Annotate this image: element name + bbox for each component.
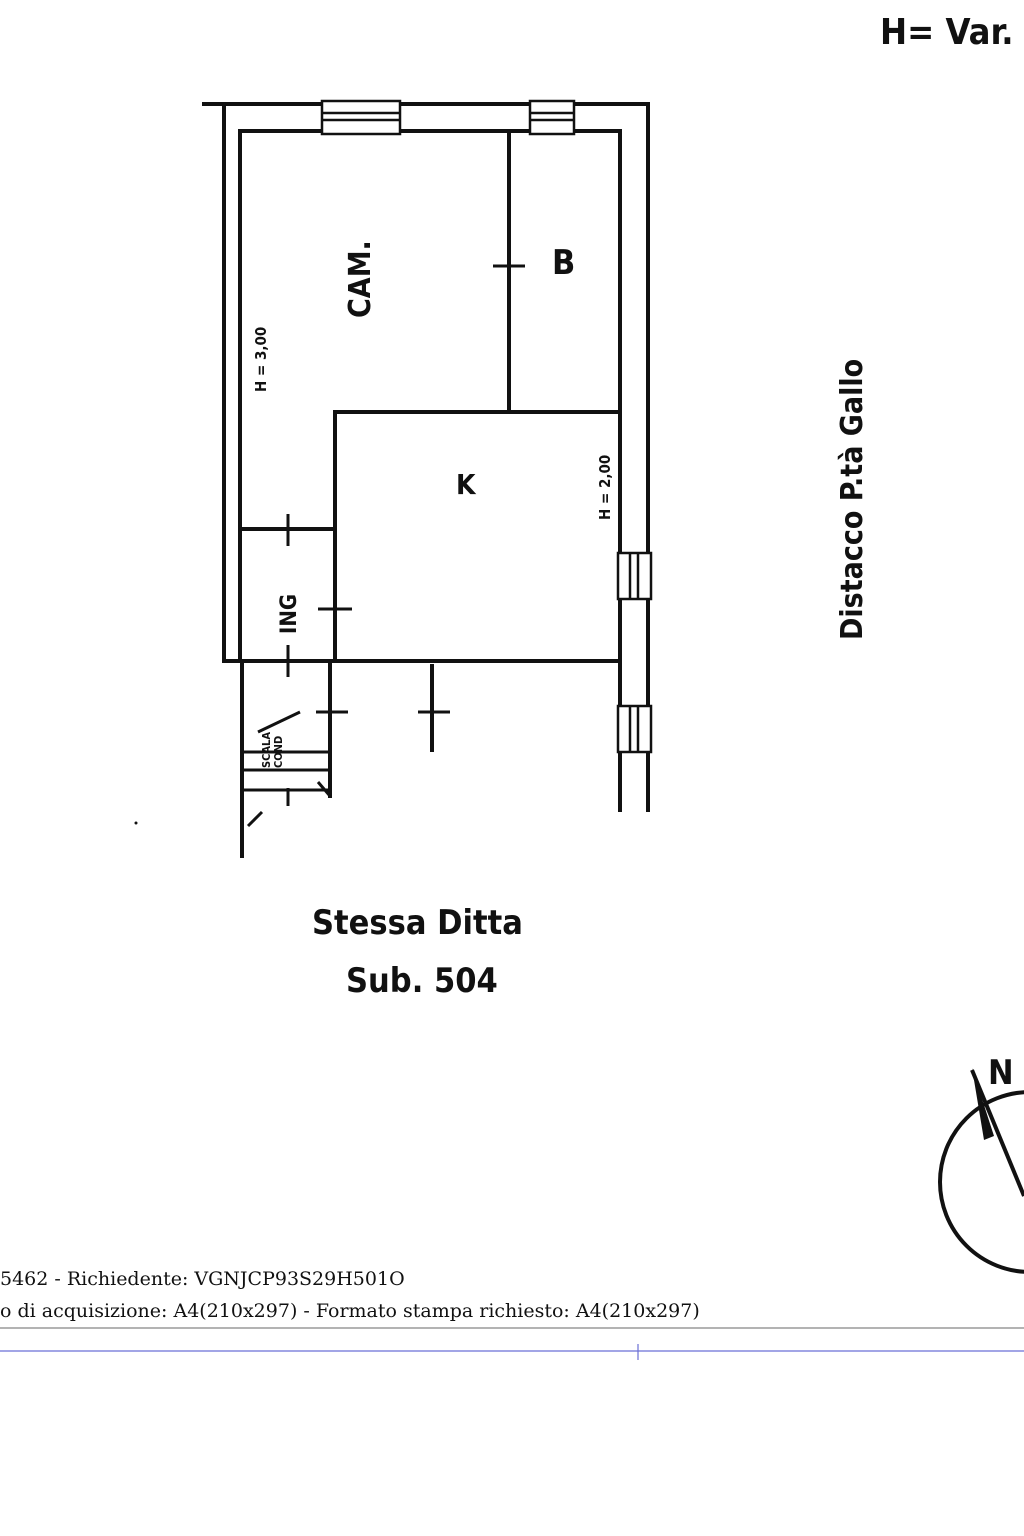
stair-label: SCALACOND — [260, 732, 285, 768]
room-label-ing: ING — [277, 594, 302, 634]
room-label-k: K — [456, 468, 477, 501]
compass: N — [938, 1053, 1024, 1274]
height-label-left: H = 3,00 — [252, 327, 270, 392]
footer-line-2: o di acquisizione: A4(210x297) - Formato… — [0, 1300, 700, 1322]
neighbour-line2: Sub. 504 — [346, 961, 498, 1001]
window-right-upper — [616, 551, 653, 601]
height-label-right: H = 2,00 — [596, 455, 614, 520]
neighbour-line1: Stessa Ditta — [312, 903, 523, 943]
compass-north-label: N — [988, 1053, 1014, 1093]
window-top-left — [320, 99, 402, 136]
side-label-distacco: Distacco P.tà Gallo — [835, 359, 870, 640]
compass-circle — [938, 1090, 1024, 1274]
room-label-b: B — [552, 243, 575, 283]
room-label-cam: CAM. — [343, 240, 378, 318]
window-right-lower — [616, 704, 653, 754]
window-top-right — [528, 99, 576, 136]
footer-line-1: 5462 - Richiedente: VGNJCP93S29H501O — [0, 1268, 405, 1290]
compass-needle — [970, 1069, 1024, 1197]
compass-arrow — [972, 1068, 994, 1140]
height-note: H= Var. — [880, 12, 1014, 53]
